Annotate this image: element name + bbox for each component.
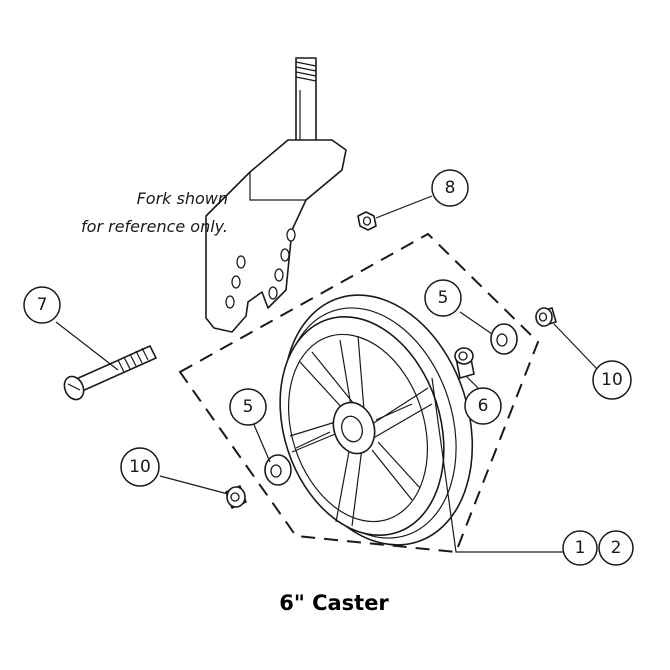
callout-5-upper-label: 5: [438, 288, 449, 308]
fork-note-line1: Fork shown: [137, 189, 228, 208]
wheel-illustration: [279, 294, 474, 546]
callout-1-label: 1: [575, 538, 586, 558]
callout-8-label: 8: [445, 178, 456, 198]
callout-5-upper: 5: [424, 279, 462, 317]
bushing-left-illustration: [225, 485, 247, 509]
spacer-illustration: [454, 347, 475, 379]
callout-2: 2: [598, 530, 634, 566]
fork-note-line2: for reference only.: [81, 217, 228, 236]
callout-6: 6: [464, 387, 502, 425]
washer-upper-illustration: [490, 323, 518, 355]
bushing-right-illustration: [535, 307, 557, 327]
callout-10-left-label: 10: [129, 457, 151, 477]
callout-7-label: 7: [37, 295, 48, 315]
leader-lines: [55, 195, 599, 553]
axle-bolt-illustration: [63, 345, 157, 401]
callout-5-lower: 5: [229, 388, 267, 426]
washer-lower-illustration: [264, 454, 292, 486]
diagram-title: 6" Caster: [279, 591, 389, 615]
callout-10-right: 10: [592, 360, 632, 400]
callout-10-left: 10: [120, 447, 160, 487]
callout-2-label: 2: [611, 538, 622, 558]
kit-boundary: [178, 232, 540, 554]
callout-5-lower-label: 5: [243, 397, 254, 417]
callout-6-label: 6: [478, 396, 489, 416]
callout-8: 8: [431, 169, 469, 207]
callout-1: 1: [562, 530, 598, 566]
nut-illustration: [357, 211, 377, 231]
fork-illustration: [205, 57, 347, 333]
callout-10-right-label: 10: [601, 370, 623, 390]
callout-7: 7: [23, 286, 61, 324]
